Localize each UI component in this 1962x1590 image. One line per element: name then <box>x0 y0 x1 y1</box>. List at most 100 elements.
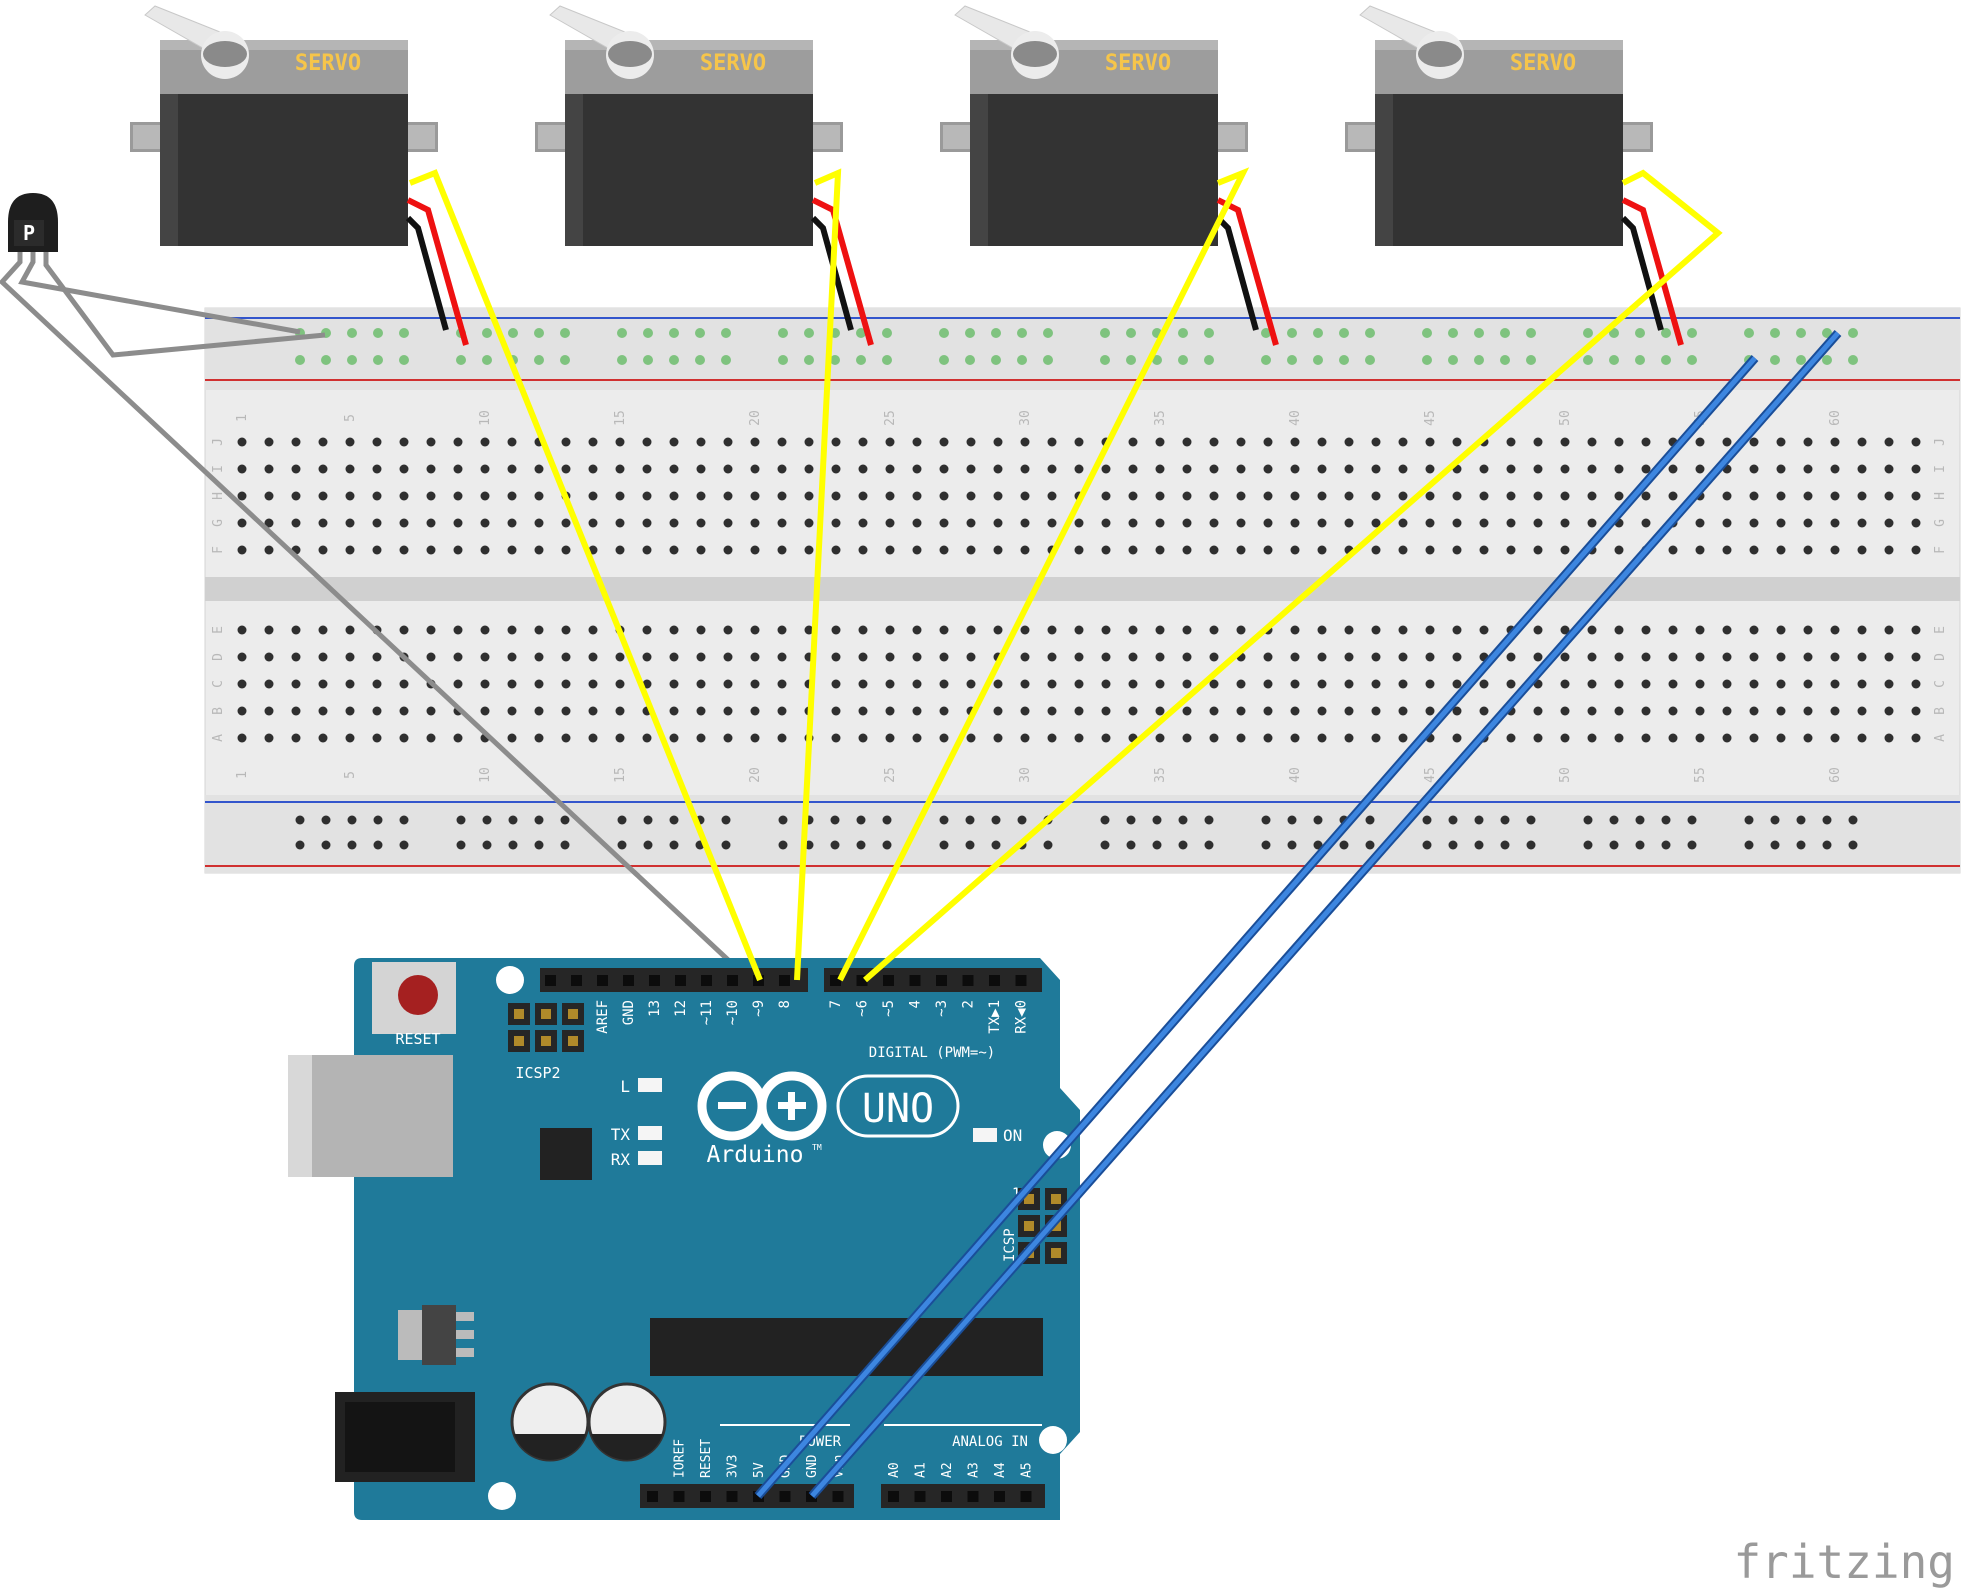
breadboard-hole[interactable] <box>1263 679 1273 689</box>
rail-hole-top[interactable] <box>373 355 383 365</box>
breadboard-hole[interactable] <box>453 437 463 447</box>
breadboard-hole[interactable] <box>966 491 976 501</box>
breadboard-hole[interactable] <box>1155 518 1165 528</box>
breadboard-hole[interactable] <box>588 437 598 447</box>
rail-hole-bottom[interactable] <box>1448 815 1458 825</box>
breadboard-hole[interactable] <box>1452 437 1462 447</box>
breadboard-hole[interactable] <box>345 733 355 743</box>
breadboard-hole[interactable] <box>1425 706 1435 716</box>
breadboard-hole[interactable] <box>588 706 598 716</box>
breadboard-hole[interactable] <box>696 464 706 474</box>
breadboard-hole[interactable] <box>1776 733 1786 743</box>
breadboard-hole[interactable] <box>642 652 652 662</box>
breadboard-hole[interactable] <box>1560 679 1570 689</box>
rail-hole-top[interactable] <box>1339 328 1349 338</box>
breadboard-hole[interactable] <box>237 733 247 743</box>
rail-hole-top[interactable] <box>1448 328 1458 338</box>
breadboard-hole[interactable] <box>1317 545 1327 555</box>
breadboard-hole[interactable] <box>1884 706 1894 716</box>
breadboard-hole[interactable] <box>1074 706 1084 716</box>
breadboard-hole[interactable] <box>399 679 409 689</box>
rail-hole-bottom[interactable] <box>1313 815 1323 825</box>
rail-hole-top[interactable] <box>1500 328 1510 338</box>
power-pin[interactable] <box>753 1491 764 1502</box>
breadboard-hole[interactable] <box>1587 733 1597 743</box>
breadboard-hole[interactable] <box>1209 706 1219 716</box>
breadboard-hole[interactable] <box>534 625 544 635</box>
breadboard-hole[interactable] <box>264 706 274 716</box>
breadboard-hole[interactable] <box>831 491 841 501</box>
breadboard-hole[interactable] <box>507 491 517 501</box>
rail-hole-bottom[interactable] <box>1152 815 1162 825</box>
breadboard-hole[interactable] <box>1290 437 1300 447</box>
breadboard-hole[interactable] <box>264 437 274 447</box>
breadboard-hole[interactable] <box>993 491 1003 501</box>
breadboard-hole[interactable] <box>1479 679 1489 689</box>
rail-hole-bottom[interactable] <box>1474 840 1484 850</box>
breadboard-hole[interactable] <box>1101 545 1111 555</box>
breadboard-hole[interactable] <box>885 437 895 447</box>
rail-hole-top[interactable] <box>1526 328 1536 338</box>
rail-hole-bottom[interactable] <box>1687 840 1697 850</box>
breadboard-hole[interactable] <box>939 545 949 555</box>
breadboard-hole[interactable] <box>1425 652 1435 662</box>
rail-hole-bottom[interactable] <box>643 815 653 825</box>
breadboard-hole[interactable] <box>1803 679 1813 689</box>
rail-hole-top[interactable] <box>1365 328 1375 338</box>
breadboard-hole[interactable] <box>1776 706 1786 716</box>
breadboard-hole[interactable] <box>318 706 328 716</box>
breadboard-hole[interactable] <box>777 437 787 447</box>
breadboard-hole[interactable] <box>453 491 463 501</box>
rail-hole-top[interactable] <box>399 355 409 365</box>
rail-hole-top[interactable] <box>1152 355 1162 365</box>
breadboard-hole[interactable] <box>966 652 976 662</box>
breadboard-hole[interactable] <box>1425 518 1435 528</box>
rail-hole-top[interactable] <box>617 328 627 338</box>
breadboard-hole[interactable] <box>831 545 841 555</box>
breadboard-hole[interactable] <box>1722 437 1732 447</box>
breadboard-hole[interactable] <box>399 706 409 716</box>
breadboard-hole[interactable] <box>588 464 598 474</box>
breadboard-hole[interactable] <box>1344 464 1354 474</box>
breadboard-hole[interactable] <box>264 518 274 528</box>
breadboard-hole[interactable] <box>1668 652 1678 662</box>
breadboard-hole[interactable] <box>1560 518 1570 528</box>
breadboard-hole[interactable] <box>1317 625 1327 635</box>
rail-hole-bottom[interactable] <box>1526 815 1536 825</box>
breadboard-hole[interactable] <box>1884 491 1894 501</box>
breadboard-hole[interactable] <box>1479 545 1489 555</box>
breadboard-hole[interactable] <box>399 491 409 501</box>
rail-hole-top[interactable] <box>1635 355 1645 365</box>
breadboard-hole[interactable] <box>1641 437 1651 447</box>
breadboard-hole[interactable] <box>1749 491 1759 501</box>
breadboard-hole[interactable] <box>1344 652 1354 662</box>
rail-hole-bottom[interactable] <box>1526 840 1536 850</box>
power-pin[interactable] <box>726 1491 738 1502</box>
breadboard-hole[interactable] <box>1398 706 1408 716</box>
rail-hole-bottom[interactable] <box>1126 840 1136 850</box>
breadboard-hole[interactable] <box>453 733 463 743</box>
breadboard-hole[interactable] <box>1533 545 1543 555</box>
breadboard-hole[interactable] <box>993 437 1003 447</box>
breadboard-hole[interactable] <box>777 733 787 743</box>
breadboard-hole[interactable] <box>1236 733 1246 743</box>
power-pin[interactable] <box>779 1491 791 1502</box>
breadboard-hole[interactable] <box>399 518 409 528</box>
breadboard-hole[interactable] <box>1533 652 1543 662</box>
rail-hole-top[interactable] <box>804 328 814 338</box>
rail-hole-bottom[interactable] <box>508 815 518 825</box>
breadboard-hole[interactable] <box>1290 706 1300 716</box>
breadboard-hole[interactable] <box>1155 652 1165 662</box>
breadboard-hole[interactable] <box>480 652 490 662</box>
rail-hole-bottom[interactable] <box>1687 815 1697 825</box>
breadboard-hole[interactable] <box>1128 679 1138 689</box>
breadboard-hole[interactable] <box>1425 545 1435 555</box>
rail-hole-bottom[interactable] <box>1204 815 1214 825</box>
breadboard-hole[interactable] <box>1074 625 1084 635</box>
breadboard-hole[interactable] <box>858 679 868 689</box>
breadboard-hole[interactable] <box>372 733 382 743</box>
breadboard-hole[interactable] <box>993 733 1003 743</box>
rail-hole-top[interactable] <box>1744 328 1754 338</box>
rail-hole-bottom[interactable] <box>1635 840 1645 850</box>
breadboard-hole[interactable] <box>966 733 976 743</box>
